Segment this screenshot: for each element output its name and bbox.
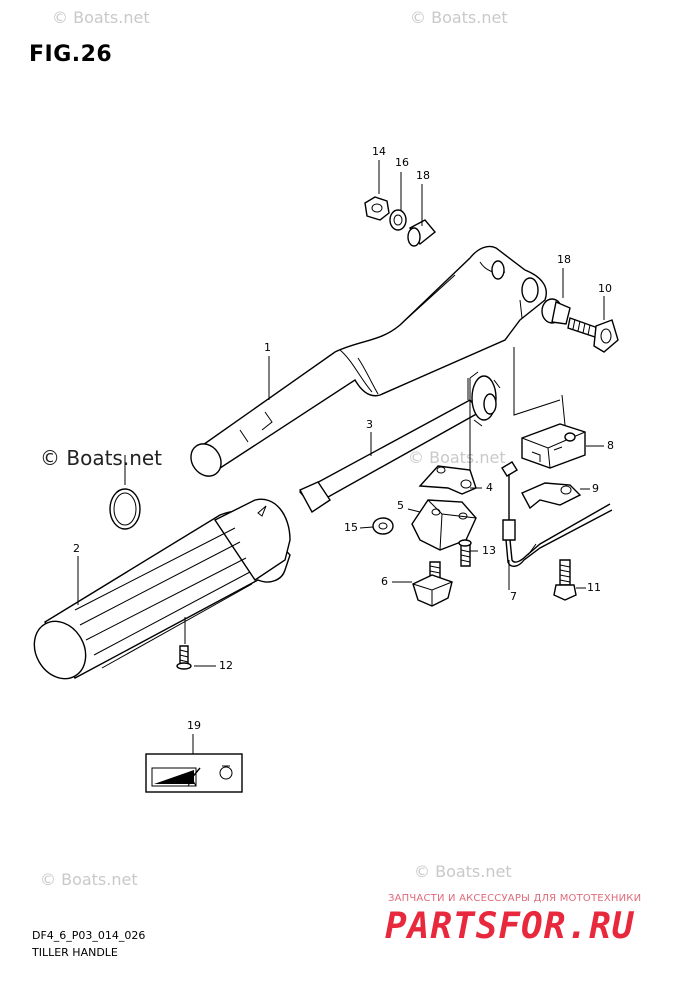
figure-code: DF4_6_P03_014_026 [32, 929, 146, 942]
part-number-16: 16 [395, 156, 409, 169]
watermark: © Boats.net [52, 8, 150, 27]
leader-lines [77, 160, 605, 754]
part-number-13: 13 [482, 544, 496, 557]
watermark: © Boats.net [414, 862, 512, 881]
watermark: © Boats.net [40, 446, 163, 470]
caution-label [145, 753, 243, 793]
part-number-10: 10 [598, 282, 612, 295]
watermark: © Boats.net [408, 448, 506, 467]
throttle-grip [33, 498, 291, 680]
o-ring [109, 488, 141, 530]
part-number-4: 4 [486, 481, 493, 494]
bolt [553, 559, 577, 601]
part-number-2: 2 [73, 542, 80, 555]
star-washer [372, 517, 394, 535]
part-number-1: 1 [264, 341, 271, 354]
part-number-18: 18 [416, 169, 430, 182]
throttle-shaft [298, 371, 501, 514]
nut-washer-collar [364, 196, 436, 247]
part-number-14: 14 [372, 145, 386, 158]
stopper-block [521, 423, 586, 469]
cable-plate [521, 482, 582, 510]
part-number-12: 12 [219, 659, 233, 672]
part-number-11: 11 [587, 581, 601, 594]
part-number-8: 8 [607, 439, 614, 452]
part-number-6: 6 [381, 575, 388, 588]
part-number-3: 3 [366, 418, 373, 431]
part-number-9: 9 [592, 482, 599, 495]
part-number-15: 15 [344, 521, 358, 534]
watermark: © Boats.net [40, 870, 138, 889]
shop-logo[interactable]: PARTSFOR.RU [385, 906, 635, 947]
part-number-7: 7 [510, 590, 517, 603]
part-number-19: 19 [187, 719, 201, 732]
grip-screw [176, 645, 192, 670]
part-number-5: 5 [397, 499, 404, 512]
figure-title: FIG.26 [29, 42, 113, 67]
watermark: © Boats.net [410, 8, 508, 27]
part-number-18: 18 [557, 253, 571, 266]
collar-bolt [541, 298, 619, 353]
shop-tagline: ЗАПЧАСТИ И АКСЕССУАРЫ ДЛЯ МОТОТЕХНИКИ [388, 893, 642, 904]
bracket [411, 499, 477, 551]
adjust-knob [412, 561, 453, 607]
screw [458, 539, 472, 567]
tiller-arm [190, 245, 547, 477]
throttle-cable [501, 461, 613, 567]
figure-caption: TILLER HANDLE [32, 946, 118, 959]
